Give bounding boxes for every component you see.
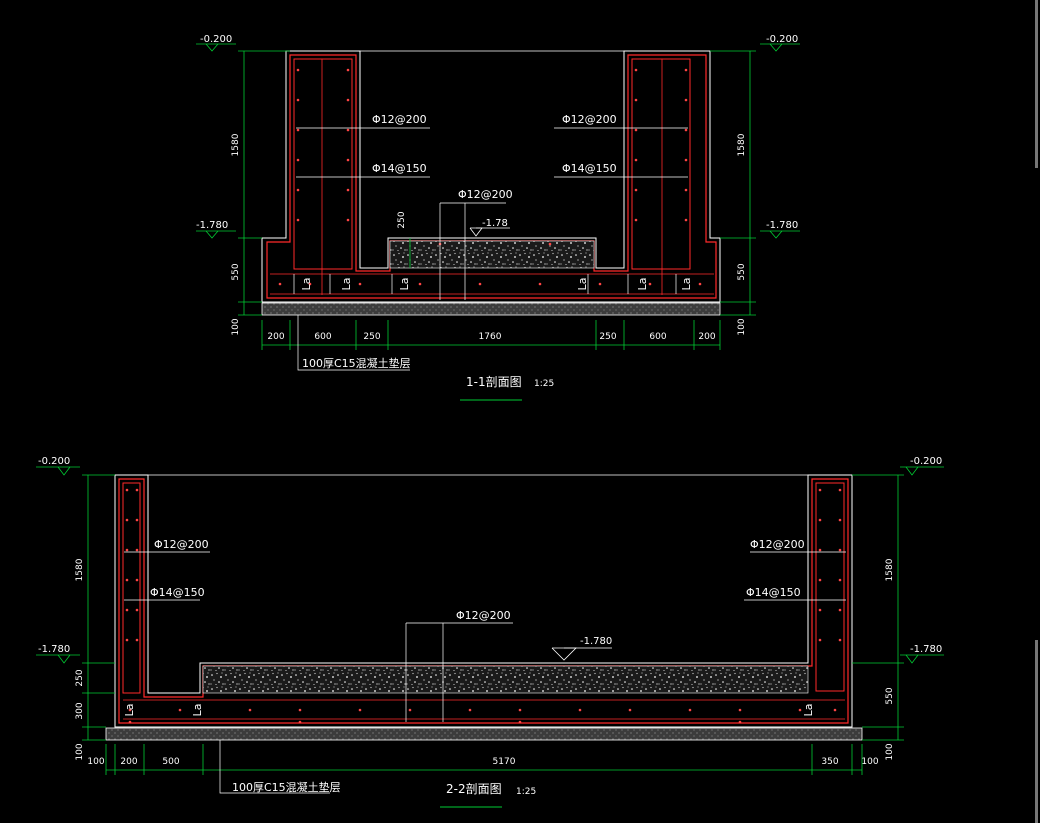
section1-dim-vertical-550-right: 550	[737, 263, 747, 280]
section2-level-top-right: -0.200	[910, 456, 942, 467]
section1-dim-h-200-right: 200	[698, 332, 715, 342]
section1-dim-h-250-left: 250	[363, 332, 380, 342]
section-1-1: La La La La La La Φ12@200 Φ14@150 Φ12@20…	[196, 34, 800, 401]
section2-scale: 1:25	[516, 787, 536, 797]
section1-dim-h-1760: 1760	[479, 332, 502, 342]
section2-dim-h-100-right: 100	[861, 757, 878, 767]
section2-la-label: La	[802, 704, 815, 717]
section2-gravel-fill	[202, 665, 809, 694]
section1-level-top-right: -0.200	[766, 34, 798, 45]
section2-level-top-left: -0.200	[38, 456, 70, 467]
section2-rebar-outline	[118, 478, 849, 724]
section1-level-bottom-right: -1.780	[766, 220, 798, 231]
section1-rebar-wall-vertical-left: Φ14@150	[372, 162, 427, 175]
section1-rebar-outline	[266, 54, 717, 299]
section1-dim-vertical-1580-left: 1580	[231, 133, 241, 156]
section2-dim-v-100-left: 100	[75, 743, 85, 760]
section1-cushion-note: 100厚C15混凝土垫层	[302, 356, 411, 370]
section2-dim-h-500: 500	[162, 757, 179, 767]
section2-dim-h-5170: 5170	[493, 757, 516, 767]
section2-la-label: La	[123, 704, 136, 717]
viewport-edge-top	[1035, 0, 1038, 168]
section1-la-label: La	[300, 278, 313, 291]
section1-dim-h-600-right: 600	[649, 332, 666, 342]
section2-dim-h-200: 200	[120, 757, 137, 767]
section2-level-bottom-left: -1.780	[38, 644, 70, 655]
section1-la-label: La	[576, 278, 589, 291]
section2-title: 2-2剖面图	[446, 782, 502, 796]
section2-dim-v-550-right: 550	[885, 687, 895, 704]
section2-level-slab: -1.780	[580, 636, 612, 647]
section1-scale: 1:25	[534, 379, 554, 389]
section2-rebar-wall-vertical-right: Φ14@150	[746, 586, 801, 599]
section1-rebar-wall-horizontal-right: Φ12@200	[562, 113, 617, 126]
section1-dim-h-200-left: 200	[267, 332, 284, 342]
section1-la-label: La	[680, 278, 693, 291]
section2-dim-v-1580-right: 1580	[885, 558, 895, 581]
section1-dim-vertical-550-left: 550	[231, 263, 241, 280]
section1-dim-h-600-left: 600	[314, 332, 331, 342]
section1-rebar-wall-vertical-right: Φ14@150	[562, 162, 617, 175]
section1-title: 1-1剖面图	[466, 375, 522, 389]
section2-dim-h-100-left: 100	[87, 757, 104, 767]
section1-rebar-slab: Φ12@200	[458, 188, 513, 201]
section1-la-label: La	[340, 278, 353, 291]
section2-rebar-wall-horizontal-right: Φ12@200	[750, 538, 805, 551]
section2-dim-v-100-right: 100	[885, 743, 895, 760]
section2-dim-h-350: 350	[821, 757, 838, 767]
section1-outline	[261, 50, 721, 303]
section2-la-label: La	[191, 704, 204, 717]
section2-rebar-slab: Φ12@200	[456, 609, 511, 622]
section1-level-bottom-left: -1.780	[196, 220, 228, 231]
section2-level-bottom-right: -1.780	[910, 644, 942, 655]
section1-rebar-wall-horizontal-left: Φ12@200	[372, 113, 427, 126]
section2-rebar-wall-vertical-left: Φ14@150	[150, 586, 205, 599]
section1-dim-vertical-1580-right: 1580	[737, 133, 747, 156]
section1-gravel-fill	[389, 240, 595, 269]
section1-dim-vertical-100-right: 100	[737, 318, 747, 335]
section1-dim-vertical-100-left: 100	[231, 318, 241, 335]
section2-cushion-note: 100厚C15混凝土垫层	[232, 780, 341, 794]
section2-dim-v-300-left: 300	[75, 702, 85, 719]
section-2-2: La La La Φ12@200 Φ14@150 Φ12@200 Φ14@150…	[36, 456, 944, 808]
section1-dim-h-250-right: 250	[599, 332, 616, 342]
section1-la-label: La	[398, 278, 411, 291]
section1-level-top-left: -0.200	[200, 34, 232, 45]
section2-cushion-layer	[105, 727, 863, 741]
viewport-edge-bottom	[1035, 640, 1038, 823]
section2-dim-v-1580-left: 1580	[75, 558, 85, 581]
section1-cushion-layer	[261, 302, 721, 316]
section2-rebar-wall-horizontal-left: Φ12@200	[154, 538, 209, 551]
section1-la-label: La	[636, 278, 649, 291]
section1-level-slab: -1.78	[482, 218, 508, 229]
section2-dim-v-250-left: 250	[75, 669, 85, 686]
section2-outline	[114, 474, 853, 728]
section1-dim-slab-thickness: 250	[397, 211, 407, 228]
